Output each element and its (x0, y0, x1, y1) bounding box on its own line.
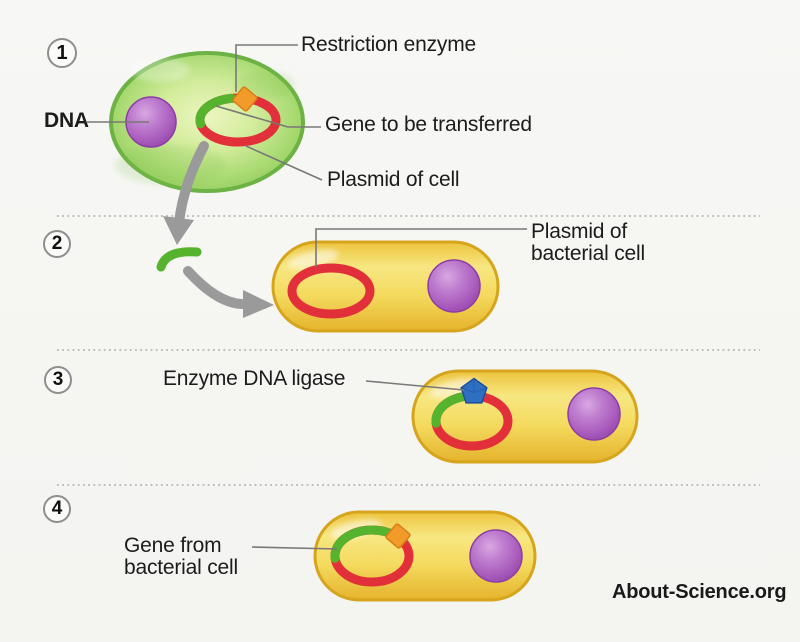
dna-label: DNA (44, 109, 89, 132)
arrowhead-down-icon (163, 216, 194, 245)
gene-from-bacterial-cell-label: Gene from bacterial cell (124, 535, 238, 579)
gene-from-line2: bacterial cell (124, 556, 238, 579)
step2-group (156, 228, 527, 333)
excised-gene-fragment (156, 247, 202, 272)
restriction-enzyme-icon (385, 523, 411, 549)
step4-number: 4 (51, 498, 63, 519)
enzyme-dna-ligase-label: Enzyme DNA ligase (163, 367, 346, 390)
gene-segment (195, 93, 236, 129)
restriction-enzyme-label: Restriction enzyme (301, 33, 476, 56)
arrowhead-right-icon (243, 290, 274, 318)
plasmid-bacterial-line1: Plasmid of (531, 220, 628, 243)
plasmid-of-cell-label: Plasmid of cell (327, 168, 460, 191)
bacterial-plasmid-ring (287, 263, 375, 319)
leader-dna-ligase (365, 380, 465, 391)
inserted-gene-segment (431, 391, 474, 428)
step1-badge: 1 (47, 38, 77, 68)
step4-badge: 4 (43, 495, 71, 523)
arrow-into-bacterium (183, 266, 247, 309)
leader-plasmid-bacterial (315, 228, 527, 267)
plasmid-of-bacterial-cell-label: Plasmid of bacterial cell (531, 221, 645, 265)
capsule-highlight (287, 249, 339, 269)
step3-group (365, 369, 639, 464)
inserted-gene-segment (330, 525, 395, 563)
gene-from-line1: Gene from (124, 534, 222, 557)
cell-highlight (130, 58, 190, 82)
step1-number: 1 (56, 41, 68, 64)
restriction-enzyme-icon (232, 86, 258, 112)
step4-group (251, 510, 537, 602)
step3-number: 3 (52, 369, 64, 390)
plasmid-bacterial-line2: bacterial cell (531, 242, 645, 265)
ligase-facets (461, 378, 487, 393)
leader-plasmid-of-cell (245, 145, 323, 181)
dna-ligase-icon (460, 377, 488, 404)
bacterial-dna-sphere (427, 259, 481, 313)
arrow-step1-to-step2 (174, 141, 209, 227)
step3-badge: 3 (44, 366, 72, 394)
gene-to-be-transferred-label: Gene to be transferred (325, 113, 532, 136)
leader-restriction-enzyme (235, 44, 298, 92)
leader-gene-from-bacterial (251, 546, 338, 550)
bacterial-dna-sphere (469, 529, 523, 583)
cell-texture-blob (115, 145, 225, 185)
step2-badge: 2 (43, 230, 71, 258)
leader-gene-to-transfer (215, 105, 321, 128)
bacterial-dna-sphere (567, 387, 621, 441)
step2-number: 2 (51, 233, 63, 254)
step1-group (87, 44, 323, 245)
site-watermark: About-Science.org (612, 581, 787, 603)
